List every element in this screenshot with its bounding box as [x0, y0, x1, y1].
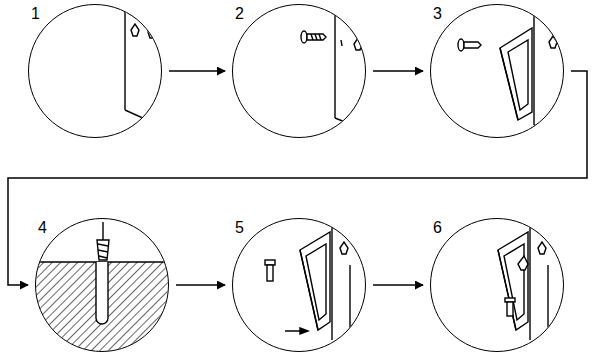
bracket [458, 5, 565, 138]
step-number: 6 [433, 219, 442, 237]
step-number: 2 [235, 5, 244, 23]
step-number: 5 [235, 219, 244, 237]
step-circle: 4 [35, 218, 169, 352]
step-number: 3 [433, 5, 442, 23]
wall-corner [125, 5, 165, 128]
step-circle: 1 [28, 4, 162, 138]
step-arrow [373, 70, 423, 72]
step-number: 1 [31, 5, 40, 23]
step-arrow [169, 70, 225, 72]
step-circle: 5 [232, 218, 366, 352]
step-circle: 3 [430, 4, 564, 138]
step-arrow [8, 71, 587, 285]
step-circle: 6 [430, 218, 564, 352]
floor-plug [30, 222, 180, 355]
wall-screw [301, 5, 370, 132]
bracket-screw [265, 220, 350, 345]
step-circle: 2 [232, 4, 366, 138]
step-number: 4 [38, 219, 47, 237]
step-arrow [176, 284, 225, 286]
step-arrow [373, 284, 423, 286]
bracket-fixed [498, 220, 548, 345]
